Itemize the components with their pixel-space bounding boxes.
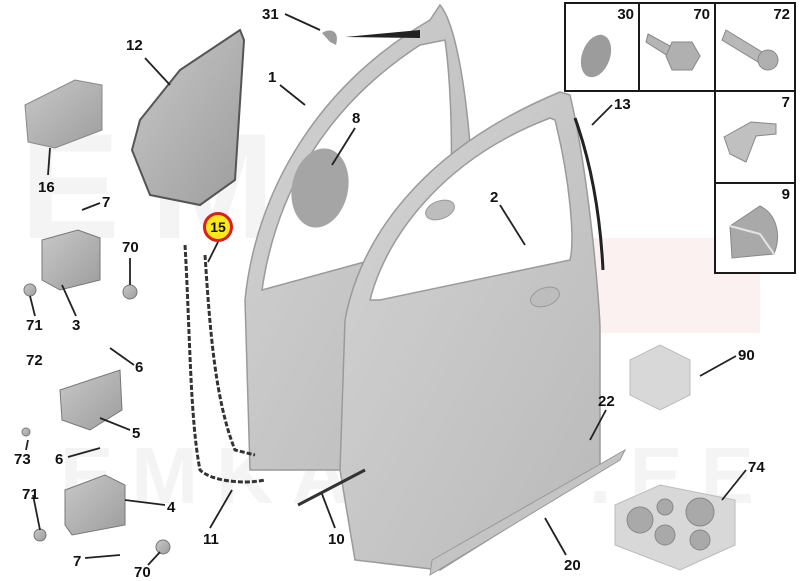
callout-10: 10 (328, 531, 345, 548)
callout-31: 31 (262, 6, 279, 23)
callout-72: 72 (26, 352, 43, 369)
callout-70: 70 (122, 239, 139, 256)
part-box-9: 9 (714, 182, 796, 274)
callout-70: 70 (134, 564, 151, 581)
callout-8: 8 (352, 110, 361, 127)
part-box-label: 70 (693, 6, 710, 23)
part-box-30: 30 (564, 2, 640, 92)
door-shell-2 (339, 91, 601, 571)
part-box-label: 9 (781, 186, 790, 203)
callout-12: 12 (126, 37, 143, 54)
callout-1: 1 (268, 69, 277, 86)
callout-6: 6 (135, 359, 144, 376)
screw-icon (721, 29, 779, 71)
callout-22: 22 (598, 393, 615, 410)
callout-3: 3 (72, 317, 81, 334)
plug-8 (291, 148, 349, 228)
plug-cap-icon (580, 34, 612, 78)
callout-73: 73 (14, 451, 31, 468)
callout-5: 5 (132, 425, 141, 442)
callout-20: 20 (564, 557, 581, 574)
part-box-70: 70 (638, 2, 716, 92)
callout-16: 16 (38, 179, 55, 196)
corner-cap-icon (729, 205, 778, 259)
inner-panel-12 (130, 28, 246, 207)
callout-13: 13 (614, 96, 631, 113)
part-box-label: 7 (781, 94, 790, 111)
part-box-72: 72 (714, 2, 796, 92)
callout-2: 2 (490, 189, 499, 206)
hinge-3 (23, 229, 138, 300)
part-16-block (24, 79, 103, 149)
callout-74: 74 (748, 459, 765, 476)
spring-clip-icon (723, 121, 777, 163)
callout-7: 7 (102, 194, 111, 211)
callout-11: 11 (203, 531, 219, 548)
callout-6: 6 (55, 451, 64, 468)
check-strap-5 (21, 369, 123, 437)
callout-90: 90 (738, 347, 755, 364)
part-box-7: 7 (714, 90, 796, 184)
part-box-label: 30 (617, 6, 634, 23)
hinge-4 (33, 474, 171, 555)
part-box-label: 72 (773, 6, 790, 23)
callout-15-highlighted[interactable]: 15 (203, 212, 233, 242)
callout-71: 71 (26, 317, 43, 334)
callout-7: 7 (73, 553, 82, 570)
callout-71: 71 (22, 486, 39, 503)
kit-90 (629, 344, 691, 411)
callout-4: 4 (167, 499, 176, 516)
flange-bolt-icon (645, 33, 701, 71)
